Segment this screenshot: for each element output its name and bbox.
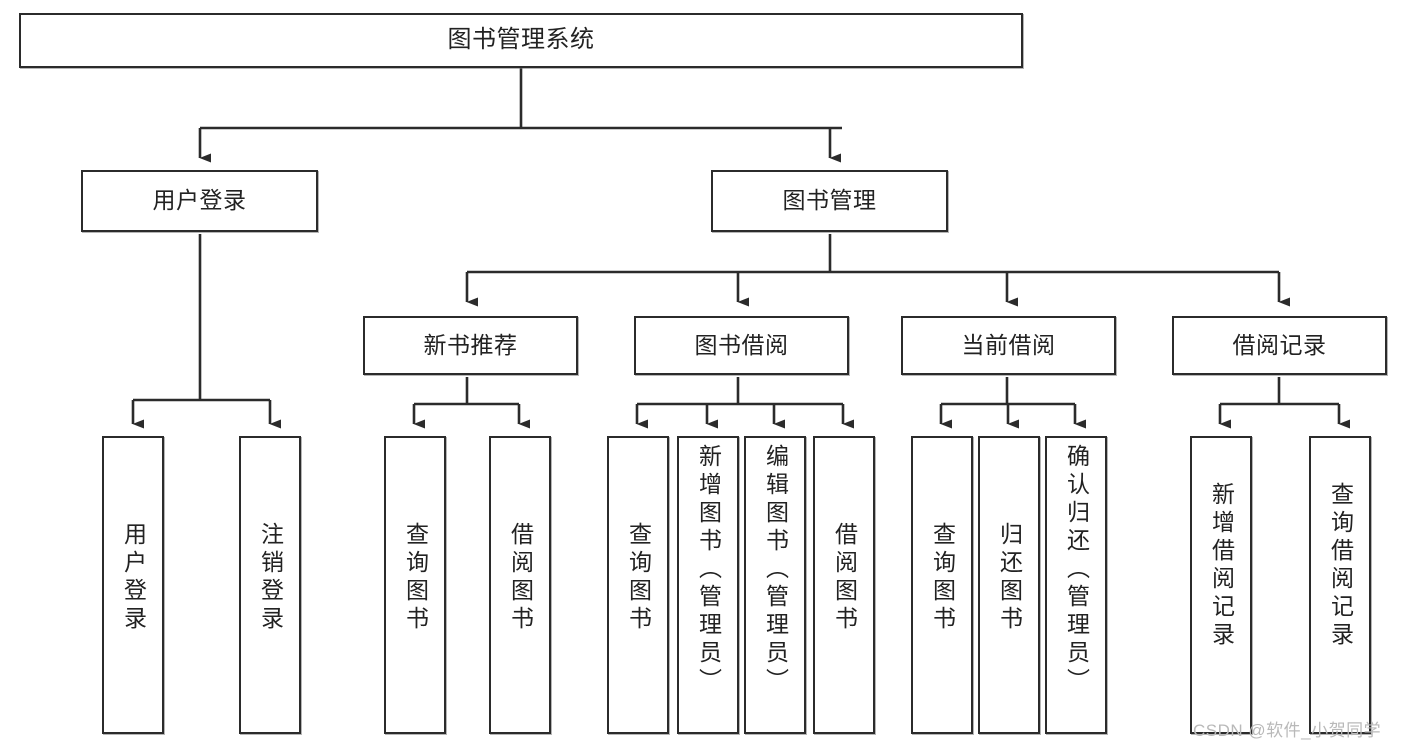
leaf-query-book[interactable]: 查询图书 bbox=[607, 436, 669, 734]
node-label: 当前借阅 bbox=[961, 331, 1056, 358]
node-label: 借阅图书 bbox=[831, 522, 858, 634]
leaf-borrow-book-new[interactable]: 借阅图书 bbox=[489, 436, 551, 734]
csdn-watermark: CSDN @软件_小贺同学 bbox=[1193, 721, 1382, 740]
node-book-borrow[interactable]: 图书借阅 bbox=[634, 316, 849, 375]
node-label: 注销登录 bbox=[257, 522, 284, 634]
node-root-system[interactable]: 图书管理系统 bbox=[19, 13, 1023, 68]
node-label: 用户登录 bbox=[120, 522, 147, 634]
leaf-query-book-current[interactable]: 查询图书 bbox=[911, 436, 973, 734]
leaf-add-borrow-record[interactable]: 新增借阅记录 bbox=[1190, 436, 1252, 734]
node-label: 图书借阅 bbox=[694, 331, 789, 358]
node-label: 新书推荐 bbox=[423, 331, 518, 358]
leaf-confirm-return-admin[interactable]: 确认归还（管理员） bbox=[1045, 436, 1107, 734]
leaf-borrow-book[interactable]: 借阅图书 bbox=[813, 436, 875, 734]
node-label: 查询图书 bbox=[929, 522, 956, 634]
leaf-query-book-new[interactable]: 查询图书 bbox=[384, 436, 446, 734]
node-new-book-recommend[interactable]: 新书推荐 bbox=[363, 316, 578, 375]
leaf-add-book-admin[interactable]: 新增图书（管理员） bbox=[677, 436, 739, 734]
node-book-management[interactable]: 图书管理 bbox=[711, 170, 948, 232]
leaf-return-book[interactable]: 归还图书 bbox=[978, 436, 1040, 734]
leaf-query-borrow-record[interactable]: 查询借阅记录 bbox=[1309, 436, 1371, 734]
node-label: 新增借阅记录 bbox=[1208, 482, 1235, 650]
node-label: 确认归还（管理员） bbox=[1063, 444, 1090, 696]
node-label: 查询图书 bbox=[402, 522, 429, 634]
node-user-login[interactable]: 用户登录 bbox=[81, 170, 318, 232]
node-label: 查询图书 bbox=[625, 522, 652, 634]
node-label: 借阅记录 bbox=[1232, 331, 1327, 358]
node-label: 新增图书（管理员） bbox=[695, 444, 722, 696]
leaf-edit-book-admin[interactable]: 编辑图书（管理员） bbox=[744, 436, 806, 734]
node-label: 用户登录 bbox=[152, 187, 247, 214]
node-label: 借阅图书 bbox=[507, 522, 534, 634]
leaf-user-login[interactable]: 用户登录 bbox=[102, 436, 164, 734]
node-borrow-record[interactable]: 借阅记录 bbox=[1172, 316, 1387, 375]
node-label: 归还图书 bbox=[996, 522, 1023, 634]
node-label: 图书管理系统 bbox=[447, 26, 595, 54]
node-current-borrow[interactable]: 当前借阅 bbox=[901, 316, 1116, 375]
node-label: 编辑图书（管理员） bbox=[762, 444, 789, 696]
node-label: 图书管理 bbox=[782, 187, 877, 214]
node-label: 查询借阅记录 bbox=[1327, 482, 1354, 650]
leaf-logout[interactable]: 注销登录 bbox=[239, 436, 301, 734]
